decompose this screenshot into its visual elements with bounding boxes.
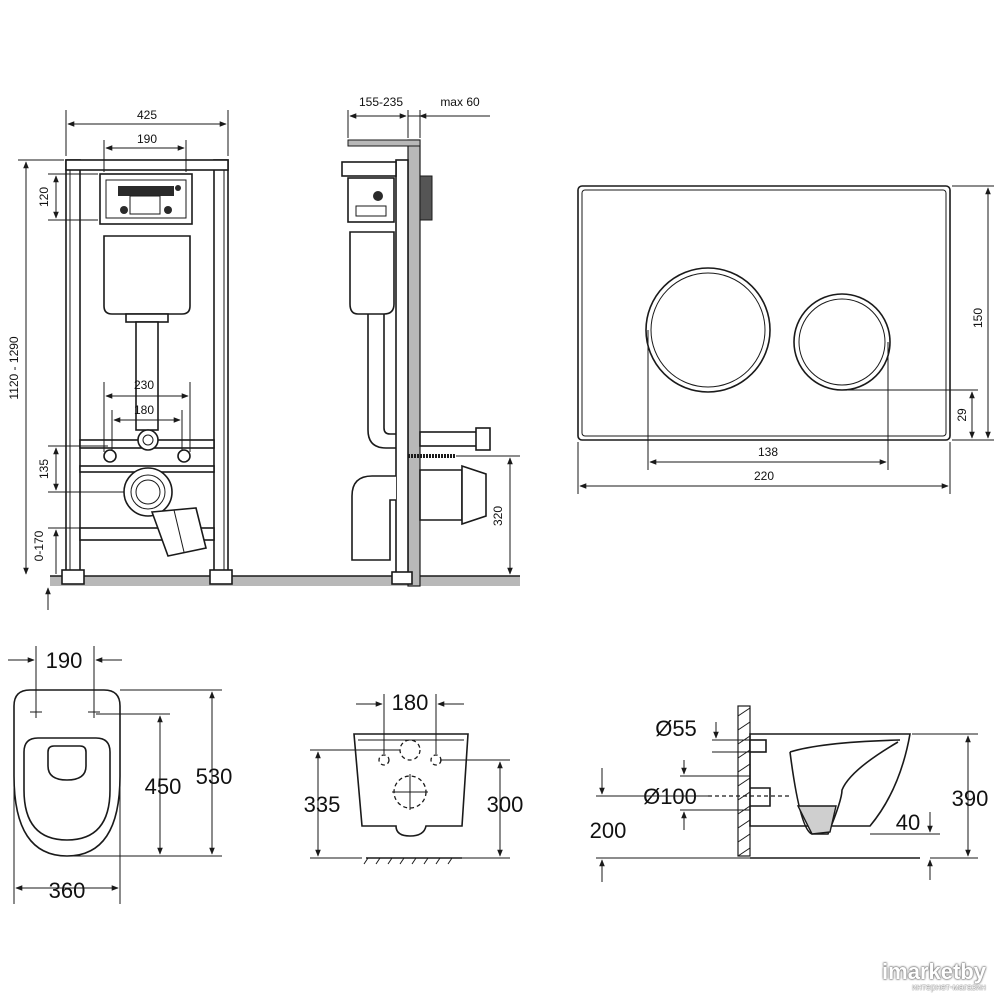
dim-outlet-height: 200	[590, 818, 627, 843]
flush-button-small	[793, 293, 891, 391]
dim-plate-width: 190	[137, 132, 157, 146]
floor	[50, 576, 520, 586]
cistern-front	[103, 235, 191, 315]
bowl-outline-top	[13, 689, 121, 857]
flush-button-large	[645, 267, 771, 393]
dim-frame-depth: 155-235	[359, 95, 403, 109]
dim-frame-height: 1120 - 1290	[7, 336, 21, 399]
dim-inlet-diameter: Ø55	[655, 716, 697, 741]
watermark-brand: imarketby	[882, 959, 986, 984]
dim-rear-height-left: 335	[304, 792, 341, 817]
frame-front-view: 425 190 120 1120 - 1290 230 180 135 0	[7, 108, 520, 610]
dim-seat-holes: 190	[46, 648, 83, 673]
dim-frame-width: 425	[137, 108, 157, 122]
dim-mount-holes: 180	[392, 690, 429, 715]
dim-rear-height-right: 300	[487, 792, 524, 817]
dim-bowl-length-inner: 450	[145, 774, 182, 799]
dim-button-offset: 29	[955, 408, 969, 422]
dim-leg-adjust: 0-170	[32, 530, 46, 561]
frame-side-view: 155-235 max 60 320	[341, 95, 520, 587]
bowl-outline-rear	[353, 733, 469, 837]
frame-left-upright	[65, 159, 81, 577]
watermark: imarketby интернет-магазин	[882, 959, 986, 992]
bowl-rear-view: 180 335 300	[304, 690, 524, 865]
bowl-top-view: 190 450 530 360	[8, 646, 232, 904]
dim-max-depth: max 60	[440, 95, 480, 109]
bowl-side-view: Ø55 Ø100 200 40 390	[590, 705, 989, 882]
flush-plate	[577, 185, 951, 441]
water-trap	[796, 805, 837, 835]
dim-top-offset: 120	[37, 187, 51, 207]
dim-drain-height: 135	[37, 459, 51, 479]
dim-button-span: 138	[758, 445, 778, 459]
dim-plate-height: 150	[971, 308, 985, 328]
frame-side-upright	[395, 159, 409, 581]
dim-plate-width-220: 220	[754, 469, 774, 483]
dim-bowl-width: 360	[49, 878, 86, 903]
bowl-outline-side	[749, 733, 911, 827]
dim-depth-small: 40	[896, 810, 920, 835]
watermark-tagline: интернет-магазин	[911, 982, 986, 992]
drain-elbow-side	[351, 475, 396, 561]
wall-section	[407, 139, 421, 587]
dim-bowl-length-total: 530	[196, 764, 233, 789]
dim-pipe-spacing-180: 180	[134, 403, 154, 417]
frame-right-upright	[213, 159, 229, 577]
dim-inlet-height: 320	[491, 506, 505, 526]
flush-plate-view: 150 29 138 220	[577, 185, 994, 494]
flush-mechanism-front	[99, 173, 193, 225]
dim-pipe-spacing-230: 230	[134, 378, 154, 392]
dim-height-total: 390	[952, 786, 989, 811]
cistern-side	[349, 231, 395, 315]
